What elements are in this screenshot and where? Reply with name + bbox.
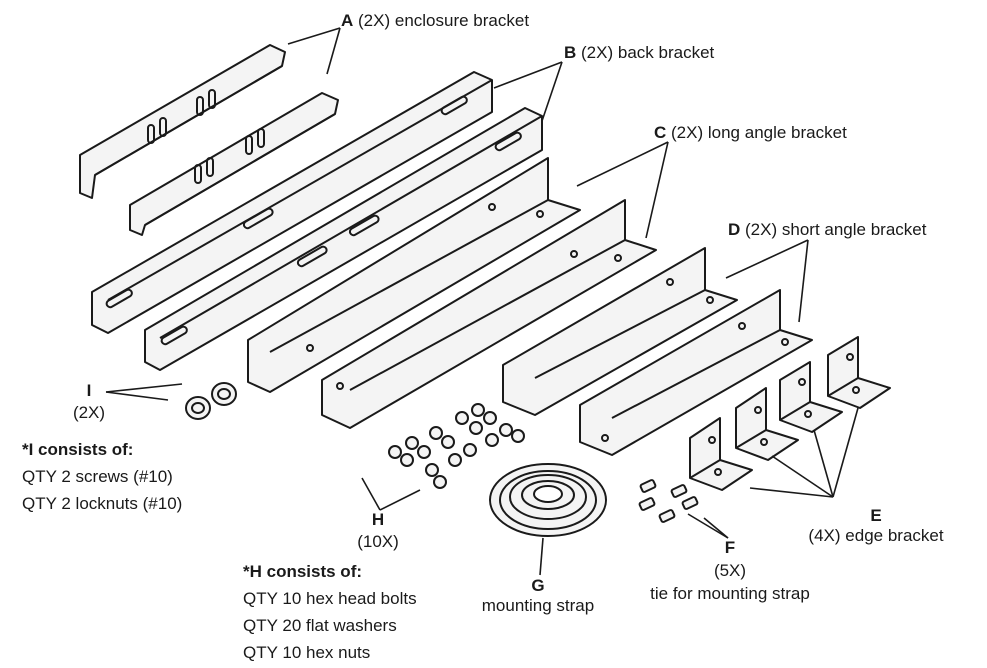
back-bracket-b1 (91, 71, 493, 334)
note-i: *I consists of: QTY 2 screws (#10) QTY 2… (22, 440, 183, 513)
mounting-strap-coil-g (489, 463, 607, 537)
label-g: G mounting strap (481, 576, 595, 615)
label-b: B (2X) back bracket (564, 43, 715, 62)
back-bracket-b2 (144, 107, 543, 371)
enclosure-bracket-a2 (129, 92, 339, 236)
label-c: C (2X) long angle bracket (654, 123, 847, 142)
enclosure-bracket-a1 (79, 44, 286, 199)
long-angle-bracket-c2 (321, 199, 657, 429)
short-angle-bracket-d2 (579, 289, 813, 456)
label-e: E (4X) edge bracket (808, 506, 944, 545)
edge-bracket-e4 (827, 336, 891, 409)
edge-bracket-e3 (779, 361, 843, 433)
label-f: F (5X) tie for mounting strap (650, 538, 810, 603)
hex-bolt-set-h (388, 403, 525, 489)
label-d: D (2X) short angle bracket (728, 220, 927, 239)
long-angle-bracket-c1 (247, 157, 581, 393)
note-h: *H consists of: QTY 10 hex head bolts QT… (243, 562, 417, 662)
edge-bracket-e2 (735, 387, 799, 461)
label-a: A (2X) enclosure bracket (341, 11, 530, 30)
screw-locknut-set-i (185, 382, 237, 420)
label-i: I (2X) (72, 381, 106, 422)
short-angle-bracket-d1 (502, 247, 738, 416)
label-h: H (10X) (357, 510, 399, 551)
edge-bracket-e1 (689, 417, 753, 491)
strap-ties-f (638, 479, 699, 523)
